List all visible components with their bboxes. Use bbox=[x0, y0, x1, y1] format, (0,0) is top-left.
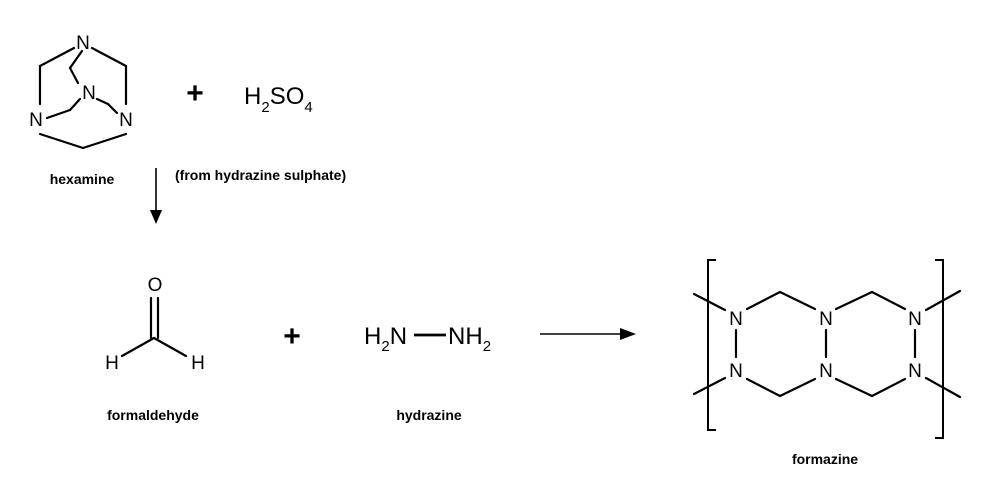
formazine-n-4: N bbox=[819, 361, 833, 382]
hexamine-n-center: N bbox=[82, 83, 96, 104]
hydrazine-nh2-right: NH2 bbox=[448, 323, 491, 355]
formazine-bracket-left bbox=[707, 259, 716, 431]
formazine-bonds bbox=[692, 289, 962, 399]
formazine-label: formazine bbox=[792, 451, 858, 467]
formazine-structure: N N N N N N bbox=[692, 259, 962, 439]
acid-source-note: (from hydrazine sulphate) bbox=[175, 167, 346, 183]
hexamine-bonds bbox=[38, 46, 128, 150]
formazine-n-6: N bbox=[908, 361, 922, 382]
down-arrow bbox=[150, 168, 162, 224]
plus-sign-top: + bbox=[186, 77, 204, 110]
hydrazine-structure: H2N NH2 bbox=[364, 323, 491, 355]
plus-sign-middle: + bbox=[283, 320, 301, 353]
formazine-bracket-right bbox=[935, 259, 944, 439]
hydrazine-nh2-left: H2N bbox=[364, 323, 407, 355]
formaldehyde-structure: O H H bbox=[105, 275, 205, 374]
formaldehyde-h-left: H bbox=[105, 353, 119, 374]
right-arrow bbox=[540, 328, 636, 340]
hexamine-structure: N N N N bbox=[29, 33, 133, 150]
hexamine-n-left: N bbox=[29, 110, 43, 131]
formaldehyde-h-right: H bbox=[191, 353, 205, 374]
sulfuric-acid-formula: H2SO4 bbox=[244, 83, 313, 116]
hydrazine-label: hydrazine bbox=[396, 407, 462, 423]
formazine-n-2: N bbox=[729, 361, 743, 382]
formaldehyde-o: O bbox=[148, 275, 163, 296]
hexamine-n-right: N bbox=[119, 110, 133, 131]
formaldehyde-label: formaldehyde bbox=[107, 407, 199, 423]
hexamine-n-top: N bbox=[76, 33, 90, 54]
hexamine-label: hexamine bbox=[50, 171, 115, 187]
formazine-n-3: N bbox=[819, 309, 833, 330]
formazine-n-5: N bbox=[908, 309, 922, 330]
formazine-n-1: N bbox=[729, 309, 743, 330]
